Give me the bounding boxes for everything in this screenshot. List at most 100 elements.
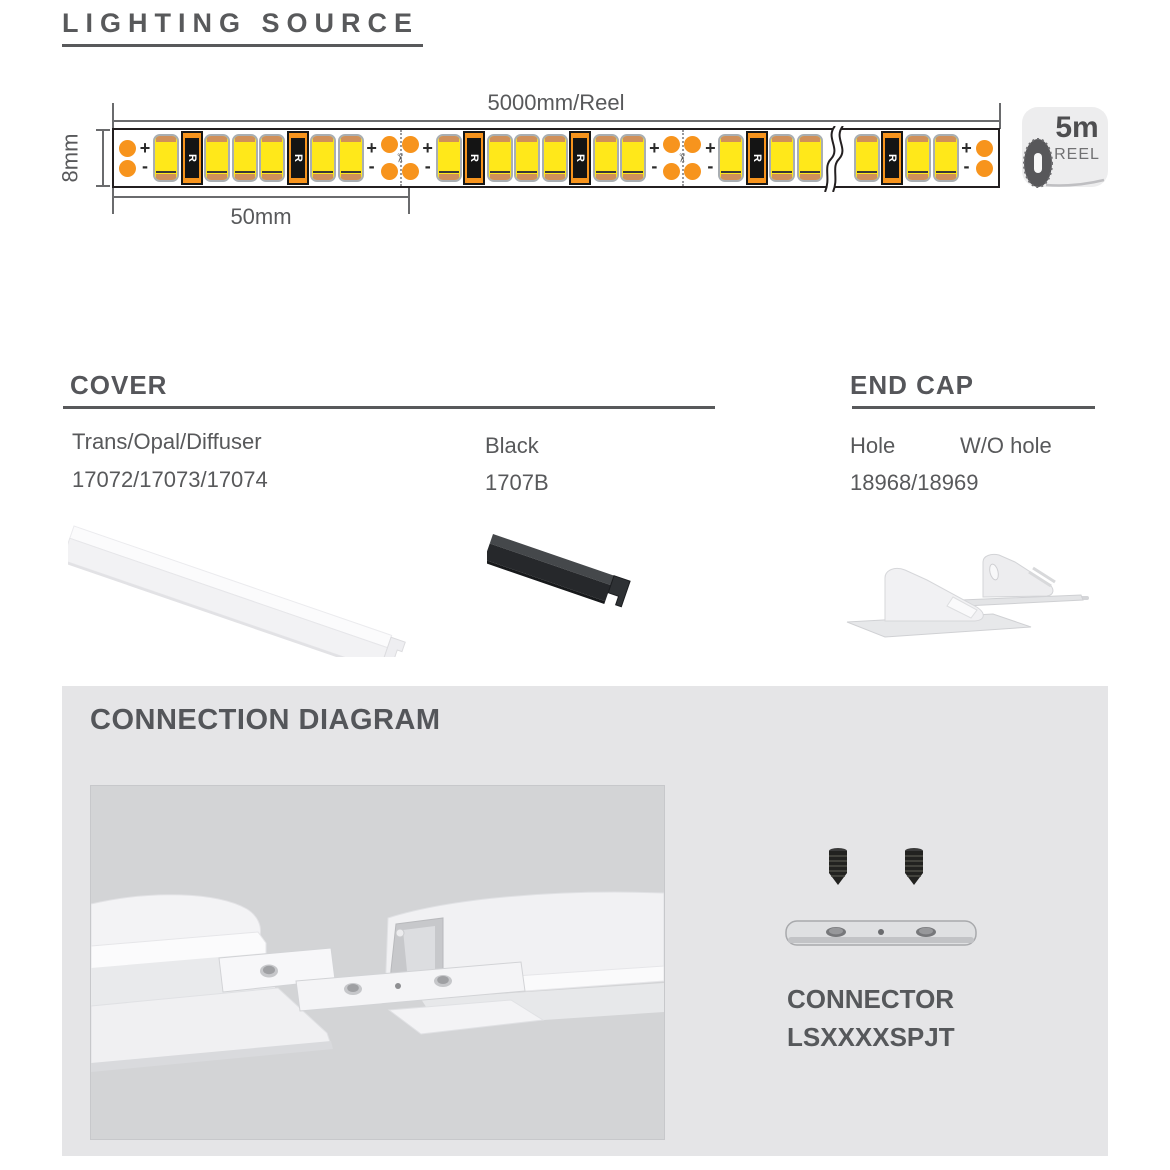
led-chip xyxy=(932,134,959,182)
endcap-image xyxy=(846,553,1089,638)
led-pad xyxy=(262,174,283,180)
led-pad xyxy=(721,174,742,180)
led-pad xyxy=(544,136,565,142)
dimension-tick xyxy=(999,103,1001,129)
plus-sign: + xyxy=(366,138,377,158)
led-cathode-line xyxy=(799,171,820,173)
resistor-body xyxy=(184,138,199,178)
resistor: R xyxy=(745,131,768,185)
led-pad xyxy=(489,136,510,142)
led-pad xyxy=(856,136,877,142)
polarity-signs: +- xyxy=(421,130,434,186)
led-pad xyxy=(489,174,510,180)
cover-rule xyxy=(63,406,715,409)
led-chip xyxy=(904,134,931,182)
dimension-tick xyxy=(112,103,114,129)
solder-pads xyxy=(117,130,137,186)
black-cover-image xyxy=(487,534,631,608)
led-pad xyxy=(340,136,361,142)
cut-length-dimension-line xyxy=(112,196,410,198)
resistor: R xyxy=(881,131,904,185)
plus-sign: + xyxy=(649,138,660,158)
resistor-label: R xyxy=(750,154,763,162)
connector-code: LSXXXXSPJT xyxy=(787,1022,955,1052)
led-pad xyxy=(935,136,956,142)
resistor-body xyxy=(885,138,900,178)
led-cathode-line xyxy=(595,171,616,173)
led-pad xyxy=(799,136,820,142)
polarity-signs: +- xyxy=(960,130,973,186)
endcap-codes: 18968/18969 xyxy=(850,470,979,495)
resistor-body xyxy=(573,138,588,178)
strip-break xyxy=(824,126,852,192)
page-title: LIGHTING SOURCE xyxy=(62,8,424,47)
led-cathode-line xyxy=(623,171,644,173)
polarity-signs: +- xyxy=(365,130,378,186)
solder-pad-dot xyxy=(976,159,994,177)
led-cathode-line xyxy=(234,171,255,173)
led-pad xyxy=(234,136,255,142)
dimension-tick xyxy=(112,188,114,214)
reel-type-label: REEL xyxy=(1054,146,1100,163)
led-chip xyxy=(204,134,231,182)
strip-height-bracket-cap xyxy=(96,129,110,131)
led-cathode-line xyxy=(907,171,928,173)
resistor: R xyxy=(463,131,486,185)
minus-sign: - xyxy=(142,156,149,176)
endcap-option-hole: Hole xyxy=(850,433,896,458)
led-cathode-line xyxy=(438,171,459,173)
led-chip xyxy=(620,134,647,182)
set-screw-icon xyxy=(829,848,847,885)
solder-pads xyxy=(975,130,995,186)
strip-height-bracket xyxy=(102,129,104,187)
led-pad xyxy=(517,136,538,142)
led-chip xyxy=(796,134,823,182)
led-pad xyxy=(313,136,334,142)
led-pad xyxy=(595,136,616,142)
dimension-tick xyxy=(408,188,410,214)
led-cathode-line xyxy=(340,171,361,173)
cover-item-name: Trans/Opal/Diffuser xyxy=(72,429,262,454)
led-chip xyxy=(853,134,880,182)
led-pad xyxy=(856,174,877,180)
endcap-option-wo-hole: W/O hole xyxy=(960,433,1052,458)
led-cathode-line xyxy=(517,171,538,173)
plus-sign: + xyxy=(422,138,433,158)
led-pad xyxy=(207,174,228,180)
led-pad xyxy=(517,174,538,180)
connection-panel: CONNECTION DIAGRAM xyxy=(62,686,1108,1156)
led-pad xyxy=(438,136,459,142)
solder-pad-dot xyxy=(401,163,419,180)
led-chip xyxy=(435,134,462,182)
cut-length-dimension-label: 50mm xyxy=(230,204,292,229)
led-cathode-line xyxy=(156,171,177,173)
solder-pad-dot xyxy=(401,136,419,153)
cut-point: ✂ xyxy=(662,130,702,186)
connection-image xyxy=(90,785,665,1140)
led-chip xyxy=(486,134,513,182)
polarity-signs: +- xyxy=(704,130,717,186)
reel-tail-line xyxy=(1046,178,1105,187)
reel-length-dimension-label: 5000mm/Reel xyxy=(487,90,625,115)
reel-size-label: 5m xyxy=(1055,111,1099,144)
solder-pad-dot xyxy=(118,159,136,177)
led-chip xyxy=(592,134,619,182)
led-pad xyxy=(438,174,459,180)
solder-pad-dot xyxy=(118,139,136,157)
led-chip xyxy=(231,134,258,182)
minus-sign: - xyxy=(651,156,658,176)
led-pad xyxy=(234,174,255,180)
endcap-heading: END CAP xyxy=(850,370,975,400)
cut-dotted-line xyxy=(399,130,402,186)
resistor-body xyxy=(290,138,305,178)
plus-sign: + xyxy=(705,138,716,158)
connector-bar-icon xyxy=(785,920,977,946)
minus-sign: - xyxy=(963,156,970,176)
polarity-signs: +- xyxy=(648,130,661,186)
led-chip xyxy=(337,134,364,182)
led-pad xyxy=(772,174,793,180)
led-cathode-line xyxy=(262,171,283,173)
cover-item-codes: 17072/17073/17074 xyxy=(72,467,268,492)
resistor: R xyxy=(286,131,309,185)
led-pad xyxy=(772,136,793,142)
